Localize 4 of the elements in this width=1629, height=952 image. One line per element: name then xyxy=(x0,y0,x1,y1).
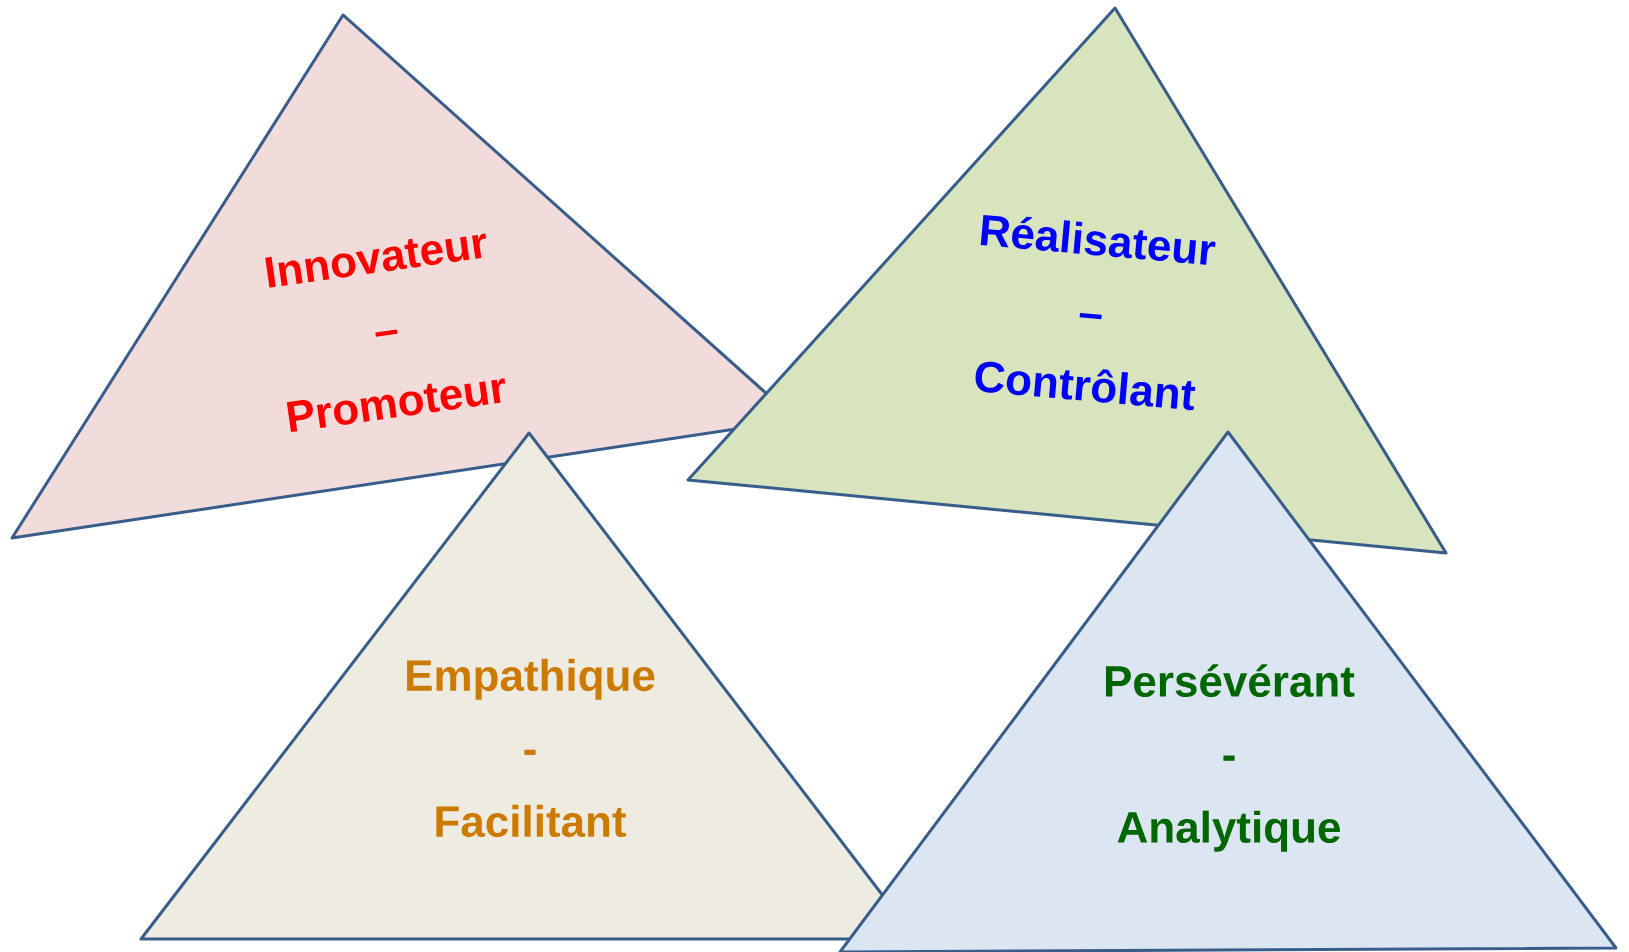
triangle: Réalisateur – Contrôlant xyxy=(686,6,1448,555)
triangle: Empathique - Facilitant xyxy=(139,431,918,941)
triangle: Persévérant - Analytique xyxy=(838,430,1618,952)
triangle: Innovateur – Promoteur xyxy=(10,13,798,540)
